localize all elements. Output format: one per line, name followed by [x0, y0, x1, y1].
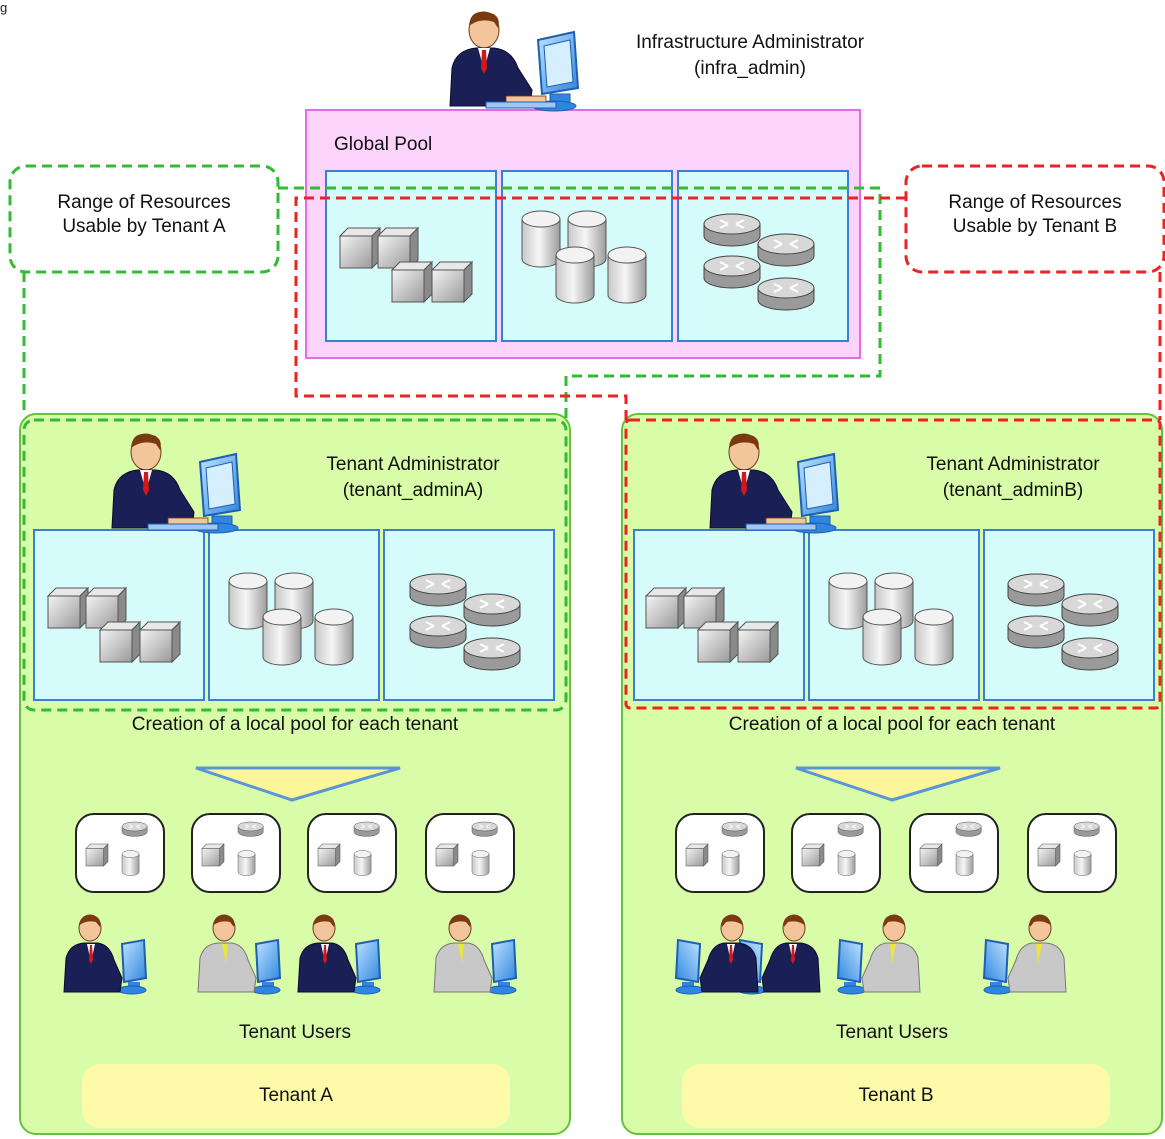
- tenant-b-bundle-icon: [910, 814, 998, 892]
- tenant-b-bundle-icon: [792, 814, 880, 892]
- tenant-b-admin-title: Tenant Administrator: [926, 454, 1100, 475]
- tenant-a-bundle-icon: [192, 814, 280, 892]
- tenant-a-bundle-icon: [308, 814, 396, 892]
- figure-label: g: [0, 0, 8, 15]
- tenant-b-users-label: Tenant Users: [836, 1022, 948, 1043]
- tenant-a-bundle-icon: [76, 814, 164, 892]
- range-b-line1: Range of Resources: [948, 192, 1122, 213]
- tenant-b-pool-caption: Creation of a local pool for each tenant: [728, 714, 1056, 735]
- tenant-b-bundle-icon: [1028, 814, 1116, 892]
- infra-admin-title: Infrastructure Administrator: [635, 32, 865, 53]
- global-pool-label: Global Pool: [334, 134, 433, 155]
- tenant-a-users-label: Tenant Users: [239, 1022, 351, 1043]
- tenant-b-bundle-icon: [676, 814, 764, 892]
- tenant-a-admin-title: Tenant Administrator: [326, 454, 500, 475]
- range-a-outline: [8, 164, 882, 712]
- tenant-a-name: Tenant A: [82, 1064, 510, 1128]
- tenant-b-arrow-down-icon: [795, 766, 1001, 802]
- tenant-b-admin-id: (tenant_adminB): [942, 480, 1084, 501]
- infra-admin-person-icon: [449, 10, 579, 112]
- range-a-line1: Range of Resources: [57, 192, 231, 213]
- tenant-a-pool-caption: Creation of a local pool for each tenant: [131, 714, 459, 735]
- infra-admin-id: (infra_admin): [694, 58, 806, 79]
- tenant-b-name: Tenant B: [682, 1064, 1110, 1128]
- range-b-outline: [294, 164, 1165, 710]
- tenant-a-arrow-down-icon: [195, 766, 401, 802]
- tenant-a-bundle-icon: [426, 814, 514, 892]
- range-b-line2: Usable by Tenant B: [952, 216, 1118, 237]
- tenant-a-admin-id: (tenant_adminA): [342, 480, 484, 501]
- range-a-line2: Usable by Tenant A: [62, 216, 226, 237]
